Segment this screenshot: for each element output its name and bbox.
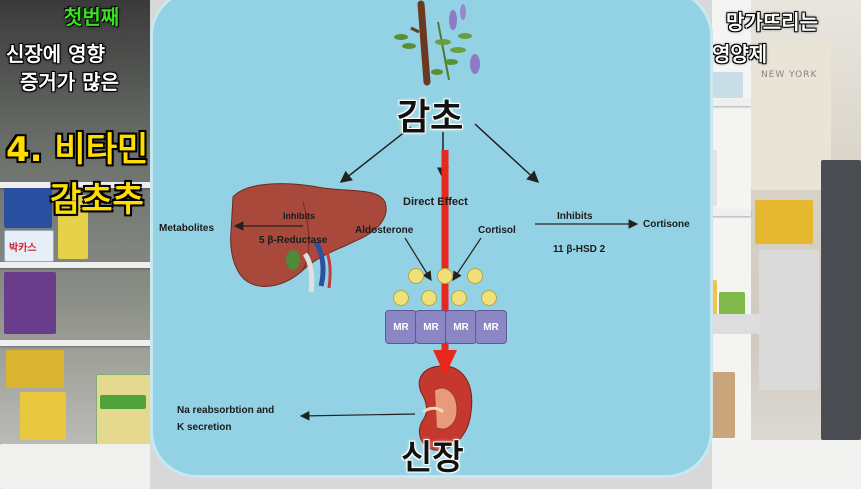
floor xyxy=(691,440,861,489)
label-cortisone: Cortisone xyxy=(643,219,690,230)
ligand-dot xyxy=(481,290,497,306)
title-kidney: 신장 xyxy=(401,438,464,475)
background-store-left: 박카스 xyxy=(0,0,160,489)
label-inhibits-right: Inhibits xyxy=(557,211,593,222)
ligand-dot xyxy=(467,268,483,284)
appliance xyxy=(759,250,819,390)
caption-vitamin: 4. 비타민 xyxy=(6,130,149,170)
product-box xyxy=(719,292,745,318)
ligand-dot xyxy=(408,268,424,284)
label-k-secretion: K secretion xyxy=(177,422,232,433)
product-box xyxy=(96,374,152,446)
label-direct-effect: Direct Effect xyxy=(403,196,468,208)
ligand-dot xyxy=(421,290,437,306)
box-label: 박카스 xyxy=(9,243,37,254)
licorice-plant-illustration xyxy=(394,0,480,86)
shopping-bag: NEW YORK xyxy=(751,40,831,190)
caption-kidney-effect: 신장에 영향 xyxy=(6,42,105,66)
label-metabolites: Metabolites xyxy=(159,223,215,234)
label-5b-reductase: 5 β-Reductase xyxy=(259,235,328,246)
product-box xyxy=(755,200,813,244)
diagram-card: MR MR MR MR Direct Effect Metabolites In… xyxy=(153,0,710,475)
shelf xyxy=(0,262,160,268)
ligand-dot xyxy=(451,290,467,306)
label-cortisol: Cortisol xyxy=(478,225,516,236)
caption-first: 첫번째 xyxy=(64,5,120,29)
refrigerator xyxy=(821,160,861,440)
ligand-dot xyxy=(437,268,453,284)
label-inhibits-left: Inhibits xyxy=(283,211,315,221)
floor xyxy=(0,444,160,489)
shelf xyxy=(0,340,160,346)
background-store-right: 50 NEW YORK xyxy=(691,0,861,489)
bag-label: NEW YORK xyxy=(761,70,818,80)
caption-damaging: 망가뜨리는 xyxy=(726,10,818,34)
product-box xyxy=(4,188,52,228)
label-11b-hsd2: 11 β-HSD 2 xyxy=(553,244,606,255)
product-box: 박카스 xyxy=(4,230,54,262)
product-box xyxy=(6,350,64,388)
product-box xyxy=(4,272,56,334)
ligand-dot xyxy=(393,290,409,306)
label-na-reabsorption: Na reabsorbtion and xyxy=(177,405,275,416)
product-stripe xyxy=(100,395,146,409)
mr-receptor: MR xyxy=(475,310,507,344)
shelf xyxy=(0,182,160,188)
mr-receptor: MR xyxy=(385,310,417,344)
label-aldosterone: Aldosterone xyxy=(355,225,414,236)
title-licorice: 감초 xyxy=(397,97,464,138)
caption-evidence: 증거가 많은 xyxy=(20,70,119,94)
kidney-illustration xyxy=(418,365,473,451)
caption-licorice: 감초추 xyxy=(50,180,144,220)
caption-supplements: 영양제 xyxy=(712,42,768,66)
product-box xyxy=(711,314,761,334)
red-arrow-head xyxy=(433,350,457,376)
product-box xyxy=(58,195,88,259)
mr-receptor: MR xyxy=(415,310,447,344)
shelf xyxy=(691,100,751,106)
shelf xyxy=(691,210,751,216)
product-box xyxy=(20,392,66,440)
diagram-canvas xyxy=(230,0,639,451)
mr-receptor: MR xyxy=(445,310,477,344)
liver-illustration xyxy=(230,183,387,293)
